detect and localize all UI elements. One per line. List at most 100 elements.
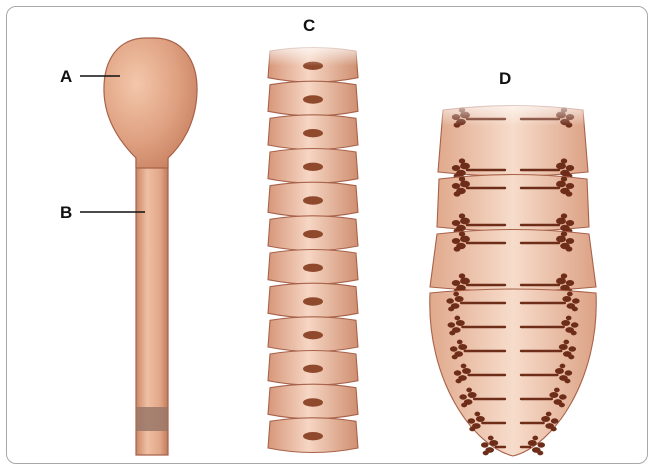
chromatin-lobe [532, 436, 538, 441]
chromatin-lobe [564, 379, 570, 384]
chromatin-lobe [488, 436, 494, 441]
chromatin-lobe [554, 388, 560, 393]
chromatin-lobe [461, 364, 467, 369]
chromatin-lobe [566, 191, 573, 196]
chromatin-lobe [556, 236, 566, 243]
chromatin-lobe [481, 442, 489, 447]
chromatin-lobe [559, 394, 567, 399]
chromatin-lobe [458, 344, 467, 350]
chromatin-lobe [561, 213, 567, 218]
segment-nucleus [303, 163, 323, 171]
chromatin-lobe [459, 213, 465, 218]
chromatin-lobe [551, 418, 559, 423]
chromatin-lobe [460, 218, 470, 225]
chromatin-lobe [489, 440, 498, 446]
chromatin-lobe [455, 296, 464, 302]
segment-nucleus [303, 331, 323, 339]
chromatin-lobe [453, 292, 459, 297]
chromatin-lobe [460, 236, 470, 243]
bulb-and-stalk: A B [60, 38, 197, 455]
chromatin-lobe [469, 427, 475, 432]
chromatin-lobe [528, 440, 537, 446]
chromatin-lobe [459, 158, 465, 163]
chromatin-lobe [568, 355, 574, 360]
chromatin-lobe [566, 183, 574, 189]
chromatin-lobe [571, 331, 577, 336]
chromatin-lobe [448, 322, 456, 327]
chromatin-lobe [569, 346, 577, 351]
segment-nucleus [303, 264, 323, 272]
chromatin-lobe [460, 278, 470, 285]
chromatin-lobe [461, 403, 467, 408]
segment-nucleus [303, 230, 323, 238]
chromatin-lobe [572, 307, 578, 312]
chromatin-lobe [449, 331, 455, 336]
label-d: D [499, 69, 511, 88]
chromatin-lobe [566, 165, 574, 171]
chromatin-lobe [462, 368, 471, 374]
chromatin-lobe [459, 394, 467, 399]
chromatin-lobe [561, 320, 570, 326]
chromatin-lobe [565, 370, 573, 375]
chromatin-lobe [566, 316, 572, 321]
segment-nucleus [303, 365, 323, 373]
chromatin-lobe [452, 183, 460, 189]
stalk-dark-band [137, 407, 168, 431]
label-c: C [303, 16, 315, 35]
chromatin-lobe [560, 364, 566, 369]
chromatin-lobe [567, 292, 573, 297]
chromatin-lobe [563, 340, 569, 345]
bulb [104, 38, 197, 168]
segment-nucleus [303, 129, 323, 137]
chromatin-lobe [459, 231, 465, 236]
chromatin-lobe [459, 273, 465, 278]
chromatin-lobe [556, 181, 566, 188]
chromatin-lobe [571, 322, 579, 327]
chromatin-lobe [483, 451, 489, 456]
body-top-fade [441, 100, 585, 126]
chromatin-lobe [456, 320, 465, 326]
chromatin-lobe [566, 280, 574, 286]
segment-nucleus [303, 95, 323, 103]
label-b: B [60, 203, 72, 222]
chromatin-lobe [476, 416, 485, 422]
chromatin-lobe [452, 355, 458, 360]
chromatin-lobe [454, 370, 462, 375]
chromatin-lobe [559, 403, 565, 408]
chromatin-lobe [561, 231, 567, 236]
label-a: A [60, 67, 72, 86]
chromatin-lobe [457, 340, 463, 345]
chromatin-lobe [474, 412, 480, 417]
chromatin-lobe [460, 163, 470, 170]
chromatin-lobe [561, 176, 567, 181]
chromatin-lobe [452, 238, 460, 244]
chromatin-lobe [551, 427, 557, 432]
chromatin-lobe [566, 220, 574, 226]
chromatin-lobe [460, 181, 470, 188]
chromatin-lobe [468, 392, 477, 398]
chromatin-body [430, 100, 596, 456]
chromatin-lobe [455, 379, 461, 384]
chromatin-lobe [537, 451, 543, 456]
chromatin-lobe [541, 416, 550, 422]
chromatin-lobe [556, 278, 566, 285]
chromatin-lobe [450, 346, 458, 351]
segment-nucleus [303, 432, 323, 440]
chromatin-lobe [446, 298, 454, 303]
segment-nucleus [303, 398, 323, 406]
chromatin-lobe [555, 368, 564, 374]
chromatin-lobe [459, 176, 465, 181]
segment-nucleus [303, 297, 323, 305]
chromatin-lobe [556, 163, 566, 170]
chromatin-lobe [454, 191, 461, 196]
chromatin-lobe [556, 218, 566, 225]
chromatin-lobe [561, 273, 567, 278]
chromatin-lobe [559, 344, 568, 350]
column-top-fade [265, 44, 361, 66]
segmented-column [265, 44, 361, 453]
chromatin-lobe [546, 412, 552, 417]
chromatin-lobe [448, 307, 454, 312]
chromatin-lobe [561, 158, 567, 163]
